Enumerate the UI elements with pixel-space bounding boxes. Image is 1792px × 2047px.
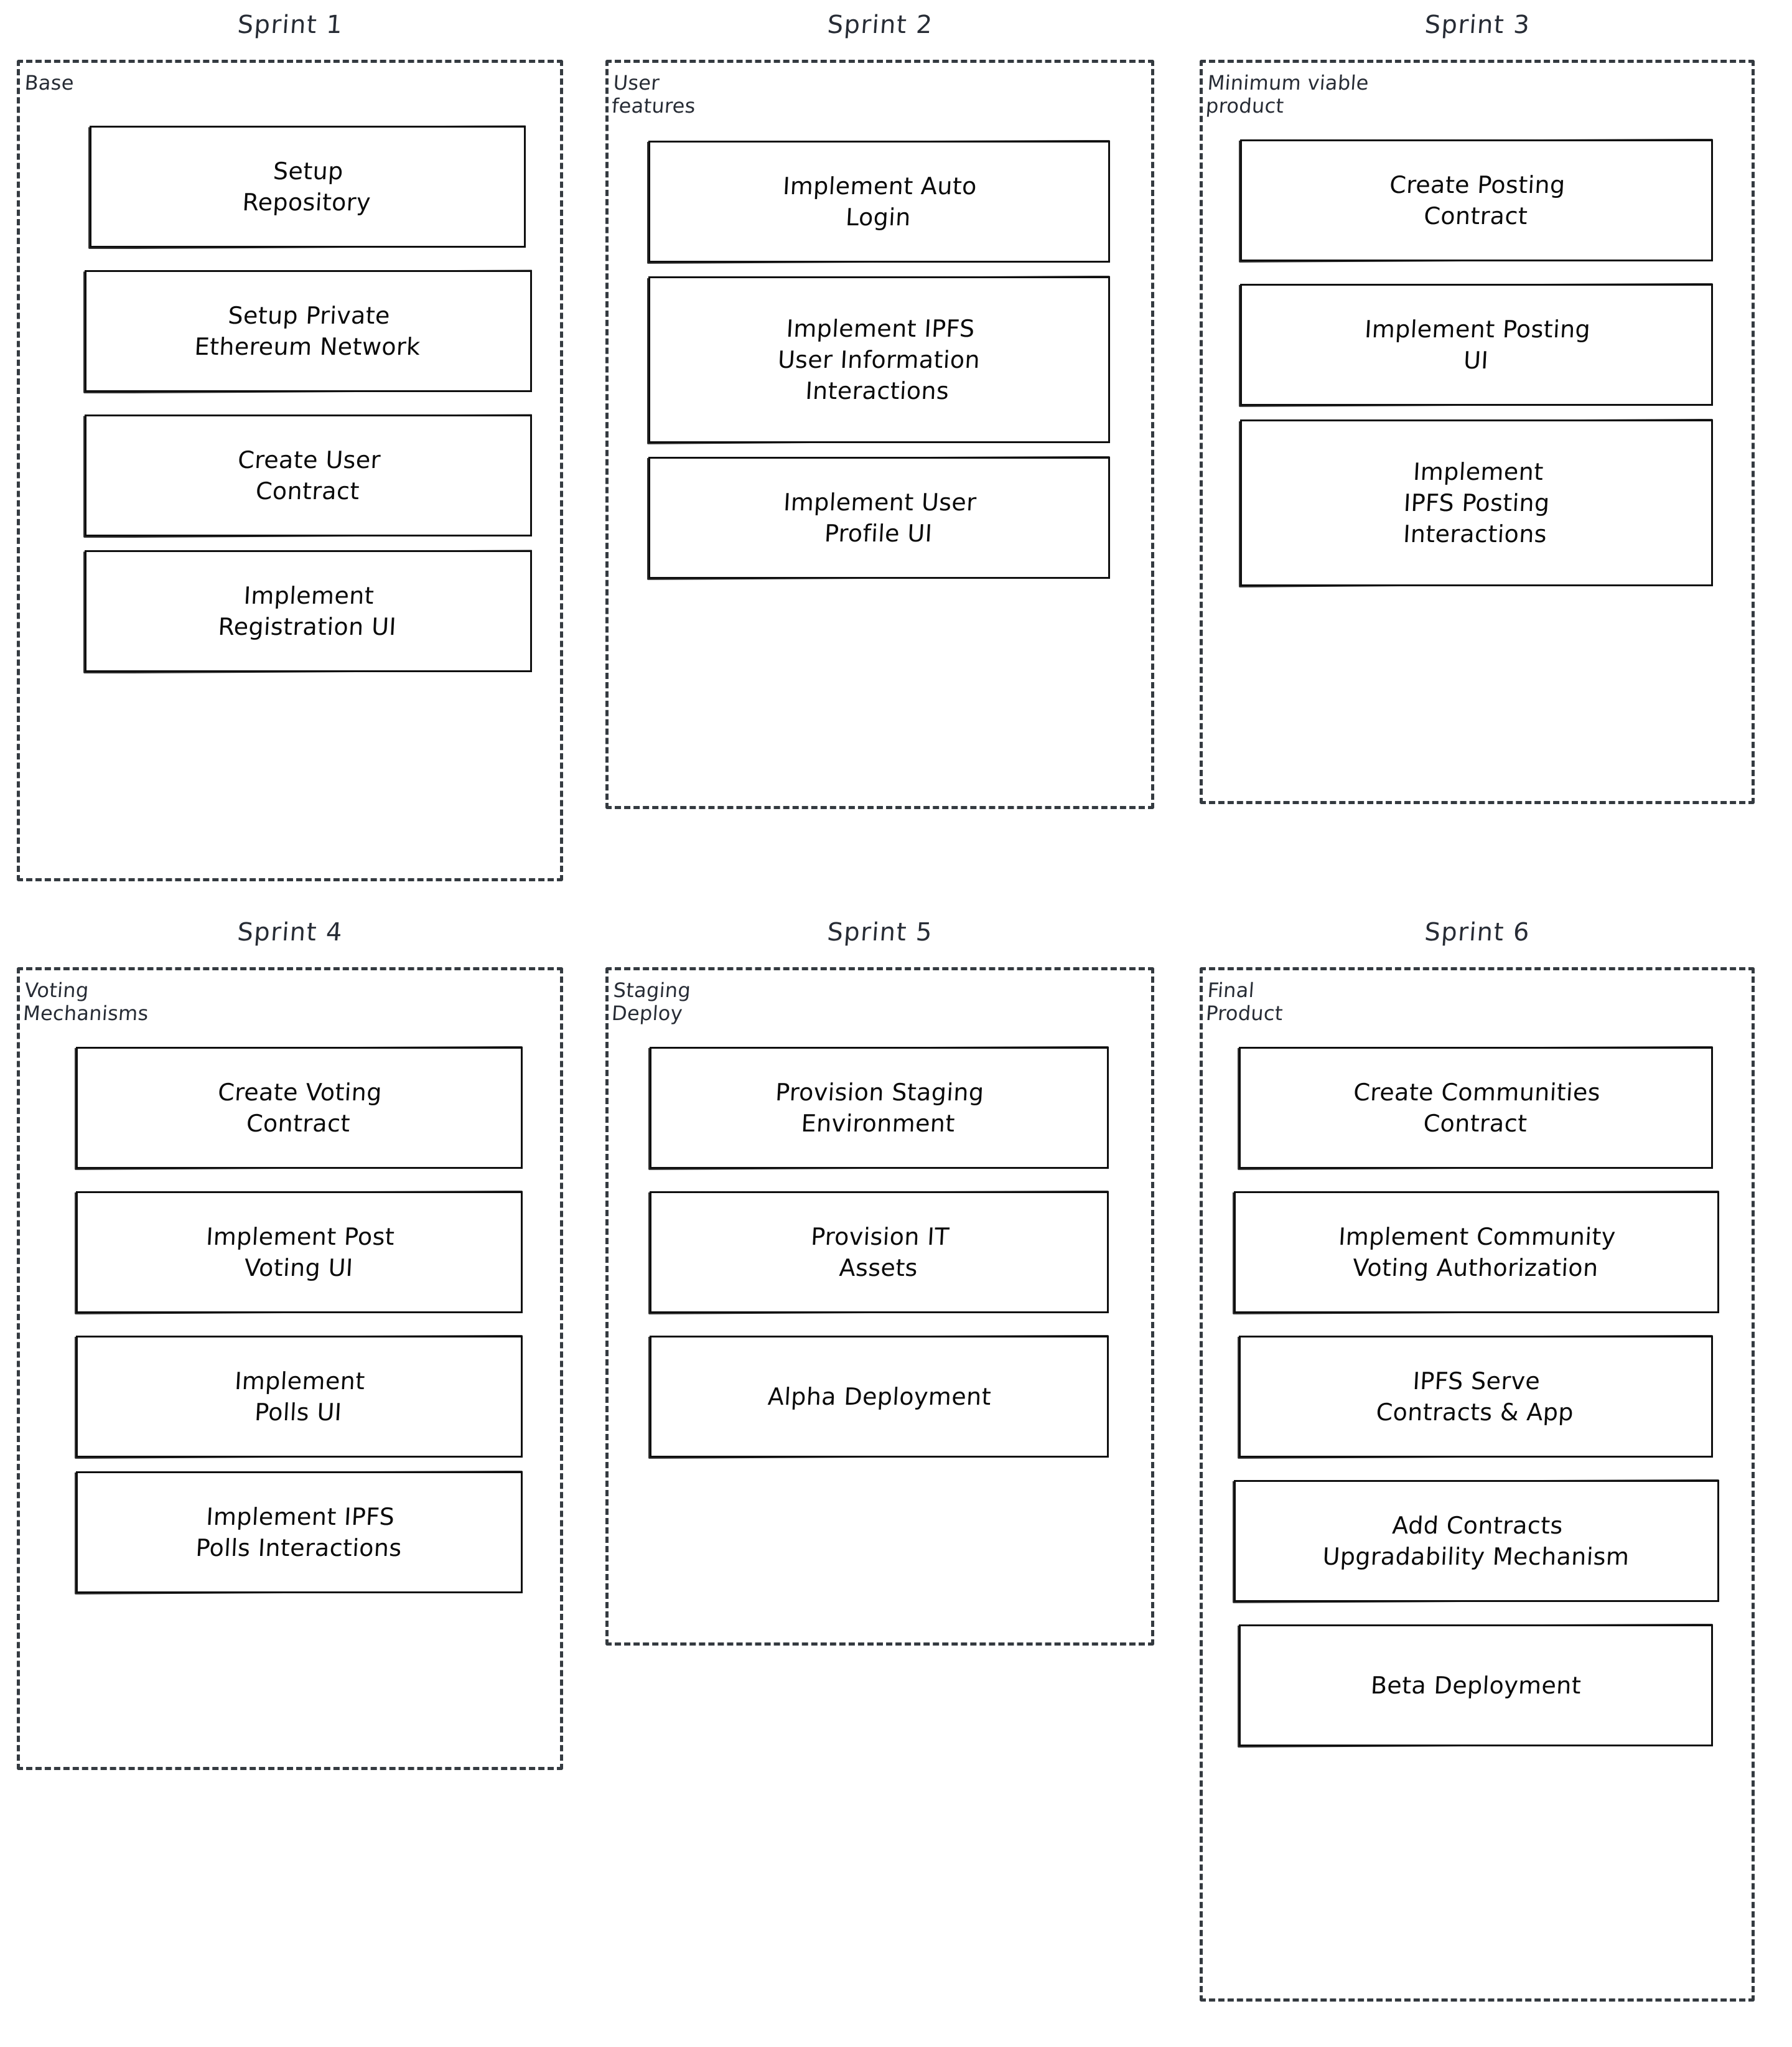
sprint-goal-label-1: Base — [24, 71, 75, 95]
task-card-text: Create Communities Contract — [1352, 1078, 1601, 1137]
task-card-text: Implement Polls UI — [234, 1367, 366, 1426]
card-gap — [1239, 1602, 1713, 1624]
task-card-text: Create Posting Contract — [1389, 171, 1566, 230]
sprint-title-5: Sprint 5 — [826, 918, 934, 947]
task-card-text: Add Contracts Upgradability Mechanism — [1322, 1511, 1630, 1570]
sprint-column-6: Sprint 6 Final Product Create Communitie… — [1179, 902, 1792, 2047]
task-card[interactable]: Create User Contract — [85, 415, 532, 537]
task-card[interactable]: Implement IPFS User Information Interact… — [648, 276, 1110, 443]
task-card[interactable]: Create Voting Contract — [76, 1046, 523, 1169]
task-card-text: Implement Post Voting UI — [205, 1222, 395, 1281]
task-card-text: Implement Auto Login — [782, 172, 978, 231]
card-list-1: Setup Repository Setup Private Ethereum … — [20, 95, 560, 673]
task-card[interactable]: Implement User Profile UI — [648, 456, 1110, 579]
task-card[interactable]: Beta Deployment — [1239, 1624, 1713, 1746]
card-gap — [1240, 261, 1713, 284]
card-gap — [90, 392, 526, 415]
sprint-row-2: Sprint 4 Voting Mechanisms Create Voting… — [0, 902, 1792, 2047]
sprint-column-4: Sprint 4 Voting Mechanisms Create Voting… — [0, 902, 582, 2047]
card-list-5: Provision Staging Environment Provision … — [609, 1026, 1151, 1458]
card-list-3: Create Posting Contract Implement Postin… — [1203, 118, 1752, 586]
card-gap — [650, 1169, 1109, 1191]
sprint-title-1: Sprint 1 — [236, 11, 344, 39]
task-card-text: Setup Repository — [242, 157, 372, 217]
sprint-frame-5: Staging Deploy Provision Staging Environ… — [605, 967, 1154, 1646]
sprint-goal-label-2: User features — [610, 71, 697, 118]
card-list-4: Create Voting Contract Implement Post Vo… — [20, 1026, 560, 1593]
sprint-goal-label-4: Voting Mechanisms — [22, 978, 149, 1026]
card-gap — [648, 443, 1110, 457]
task-card-text: Create Voting Contract — [217, 1078, 383, 1137]
task-card-text: Implement User Profile UI — [783, 488, 978, 547]
task-card-text: Setup Private Ethereum Network — [194, 302, 421, 361]
sprint-frame-1: Base Setup Repository Setup Private Ethe… — [17, 60, 563, 881]
task-card-text: Create User Contract — [236, 446, 381, 505]
sprint-title-3: Sprint 3 — [1424, 11, 1531, 39]
card-gap — [650, 1313, 1109, 1336]
sprint-title-4: Sprint 4 — [236, 918, 344, 947]
task-card[interactable]: IPFS Serve Contracts & App — [1239, 1335, 1713, 1458]
sprint-frame-6: Final Product Create Communities Contrac… — [1200, 967, 1755, 2002]
sprint-column-3: Sprint 3 Minimum viable product Create P… — [1179, 0, 1792, 902]
card-gap — [90, 248, 526, 270]
task-card[interactable]: Implement IPFS Polls Interactions — [76, 1471, 523, 1593]
task-card-text: Implement Community Voting Authorization — [1338, 1222, 1617, 1281]
task-card[interactable]: Create Posting Contract — [1240, 139, 1713, 261]
sprint-goal-label-3: Minimum viable product — [1205, 71, 1370, 118]
sprint-goal-label-6: Final Product — [1205, 978, 1284, 1026]
task-card-text: Implement IPFS User Information Interact… — [777, 314, 981, 405]
task-card-text: Beta Deployment — [1370, 1671, 1582, 1699]
card-gap — [76, 1313, 523, 1336]
sprint-column-1: Sprint 1 Base Setup Repository Setup Pri… — [0, 0, 582, 902]
sprint-goal-label-5: Staging Deploy — [610, 978, 692, 1026]
sprint-frame-3: Minimum viable product Create Posting Co… — [1200, 60, 1755, 804]
task-card[interactable]: Implement Post Voting UI — [76, 1191, 523, 1313]
card-gap — [1239, 1169, 1713, 1191]
task-card-text: Implement Registration UI — [217, 582, 398, 641]
card-gap — [76, 1169, 523, 1191]
task-card[interactable]: Implement IPFS Posting Interactions — [1240, 419, 1713, 586]
task-card-text: Alpha Deployment — [767, 1382, 992, 1410]
task-card[interactable]: Implement Auto Login — [648, 140, 1110, 263]
task-card[interactable]: Alpha Deployment — [650, 1335, 1109, 1458]
task-card[interactable]: Create Communities Contract — [1239, 1046, 1713, 1169]
task-card[interactable]: Setup Private Ethereum Network — [85, 270, 532, 393]
task-card[interactable]: Setup Repository — [90, 126, 526, 248]
task-card[interactable]: Provision Staging Environment — [650, 1046, 1109, 1169]
sprint-frame-2: User features Implement Auto Login Imple… — [605, 60, 1154, 809]
sprint-column-2: Sprint 2 User features Implement Auto Lo… — [582, 0, 1179, 902]
task-card[interactable]: Implement Posting UI — [1240, 283, 1713, 406]
task-card-text: IPFS Serve Contracts & App — [1375, 1367, 1575, 1426]
task-card[interactable]: Implement Polls UI — [76, 1335, 523, 1458]
card-gap — [1239, 1313, 1713, 1336]
sprint-frame-4: Voting Mechanisms Create Voting Contract… — [17, 967, 563, 1770]
card-gap — [76, 1458, 523, 1471]
card-gap — [1239, 1458, 1713, 1480]
task-card[interactable]: Add Contracts Upgradability Mechanism — [1234, 1479, 1719, 1602]
task-card-text: Provision IT Assets — [810, 1222, 950, 1281]
task-card-text: Implement IPFS Posting Interactions — [1402, 457, 1551, 548]
task-card[interactable]: Implement Community Voting Authorization — [1234, 1191, 1719, 1313]
sprint-row-1: Sprint 1 Base Setup Repository Setup Pri… — [0, 0, 1792, 902]
card-gap — [648, 263, 1110, 276]
sprint-title-6: Sprint 6 — [1423, 918, 1531, 947]
task-card[interactable]: Provision IT Assets — [650, 1191, 1109, 1313]
sprint-title-2: Sprint 2 — [826, 11, 934, 39]
sprint-column-5: Sprint 5 Staging Deploy Provision Stagin… — [582, 902, 1179, 2047]
card-list-2: Implement Auto Login Implement IPFS User… — [609, 118, 1151, 579]
card-gap — [90, 536, 526, 550]
card-gap — [1240, 406, 1713, 419]
card-list-6: Create Communities Contract Implement Co… — [1203, 1026, 1752, 1746]
task-card-text: Implement Posting UI — [1363, 315, 1591, 374]
task-card-text: Provision Staging Environment — [775, 1078, 986, 1137]
task-card[interactable]: Implement Registration UI — [85, 550, 532, 673]
task-card-text: Implement IPFS Polls Interactions — [195, 1502, 403, 1562]
